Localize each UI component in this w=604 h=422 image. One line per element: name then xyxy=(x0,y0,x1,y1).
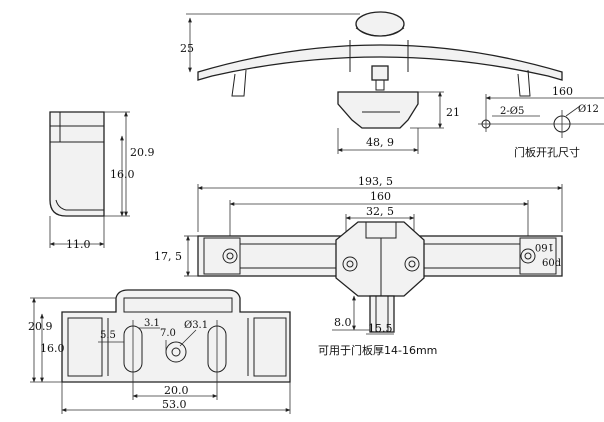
bottom-dim-16-0: 16.0 xyxy=(40,342,65,355)
side-view: 20.9 16.0 11.0 xyxy=(49,111,155,251)
bottom-dim-phi-3-1: Ø3.1 xyxy=(184,320,208,331)
bottom-dim-53-0: 53.0 xyxy=(162,398,187,411)
bottom-view: 20.9 16.0 3.1 5.5 7.0 Ø3.1 20.0 53.0 xyxy=(28,289,291,414)
hole-pattern: 160 2-Ø5 Ø12 门板开孔尺寸 xyxy=(478,85,604,159)
front-dim-160: 160 xyxy=(370,190,391,203)
label-2-phi-5: 2-Ø5 xyxy=(500,106,524,117)
front-dim-193-5: 193, 5 xyxy=(358,175,393,188)
dim-48-9: 48, 9 xyxy=(366,136,394,149)
top-view: 25 21 48, 9 xyxy=(180,11,563,154)
small-hole xyxy=(481,119,491,129)
bar-mark: 160 xyxy=(535,241,554,252)
bar-mark-2: 60d xyxy=(542,258,562,269)
front-caption: 可用于门板厚14-16mm xyxy=(318,343,437,357)
front-dim-17-5: 17, 5 xyxy=(154,250,182,263)
bottom-dim-5-5: 5.5 xyxy=(100,330,116,341)
front-dim-8-0: 8.0 xyxy=(334,316,352,329)
dim-25: 25 xyxy=(180,42,194,55)
front-view: 193, 5 160 32, 5 160 60d xyxy=(154,175,563,357)
dim-21: 21 xyxy=(446,106,460,119)
side-dim-11-0: 11.0 xyxy=(66,238,91,251)
side-dim-16-0: 16.0 xyxy=(110,168,135,181)
side-dim-20-9: 20.9 xyxy=(130,146,155,159)
hole-caption: 门板开孔尺寸 xyxy=(514,145,580,159)
front-dim-15-5: 15.5 xyxy=(368,322,393,335)
bottom-dim-7-0: 7.0 xyxy=(160,328,176,339)
dim-160-holes: 160 xyxy=(552,85,573,98)
label-phi-12: Ø12 xyxy=(578,104,599,115)
bottom-dim-20-0: 20.0 xyxy=(164,384,189,397)
front-dim-32-5: 32, 5 xyxy=(366,205,394,218)
bottom-dim-20-9: 20.9 xyxy=(28,320,53,333)
bottom-dim-3-1: 3.1 xyxy=(144,318,160,329)
